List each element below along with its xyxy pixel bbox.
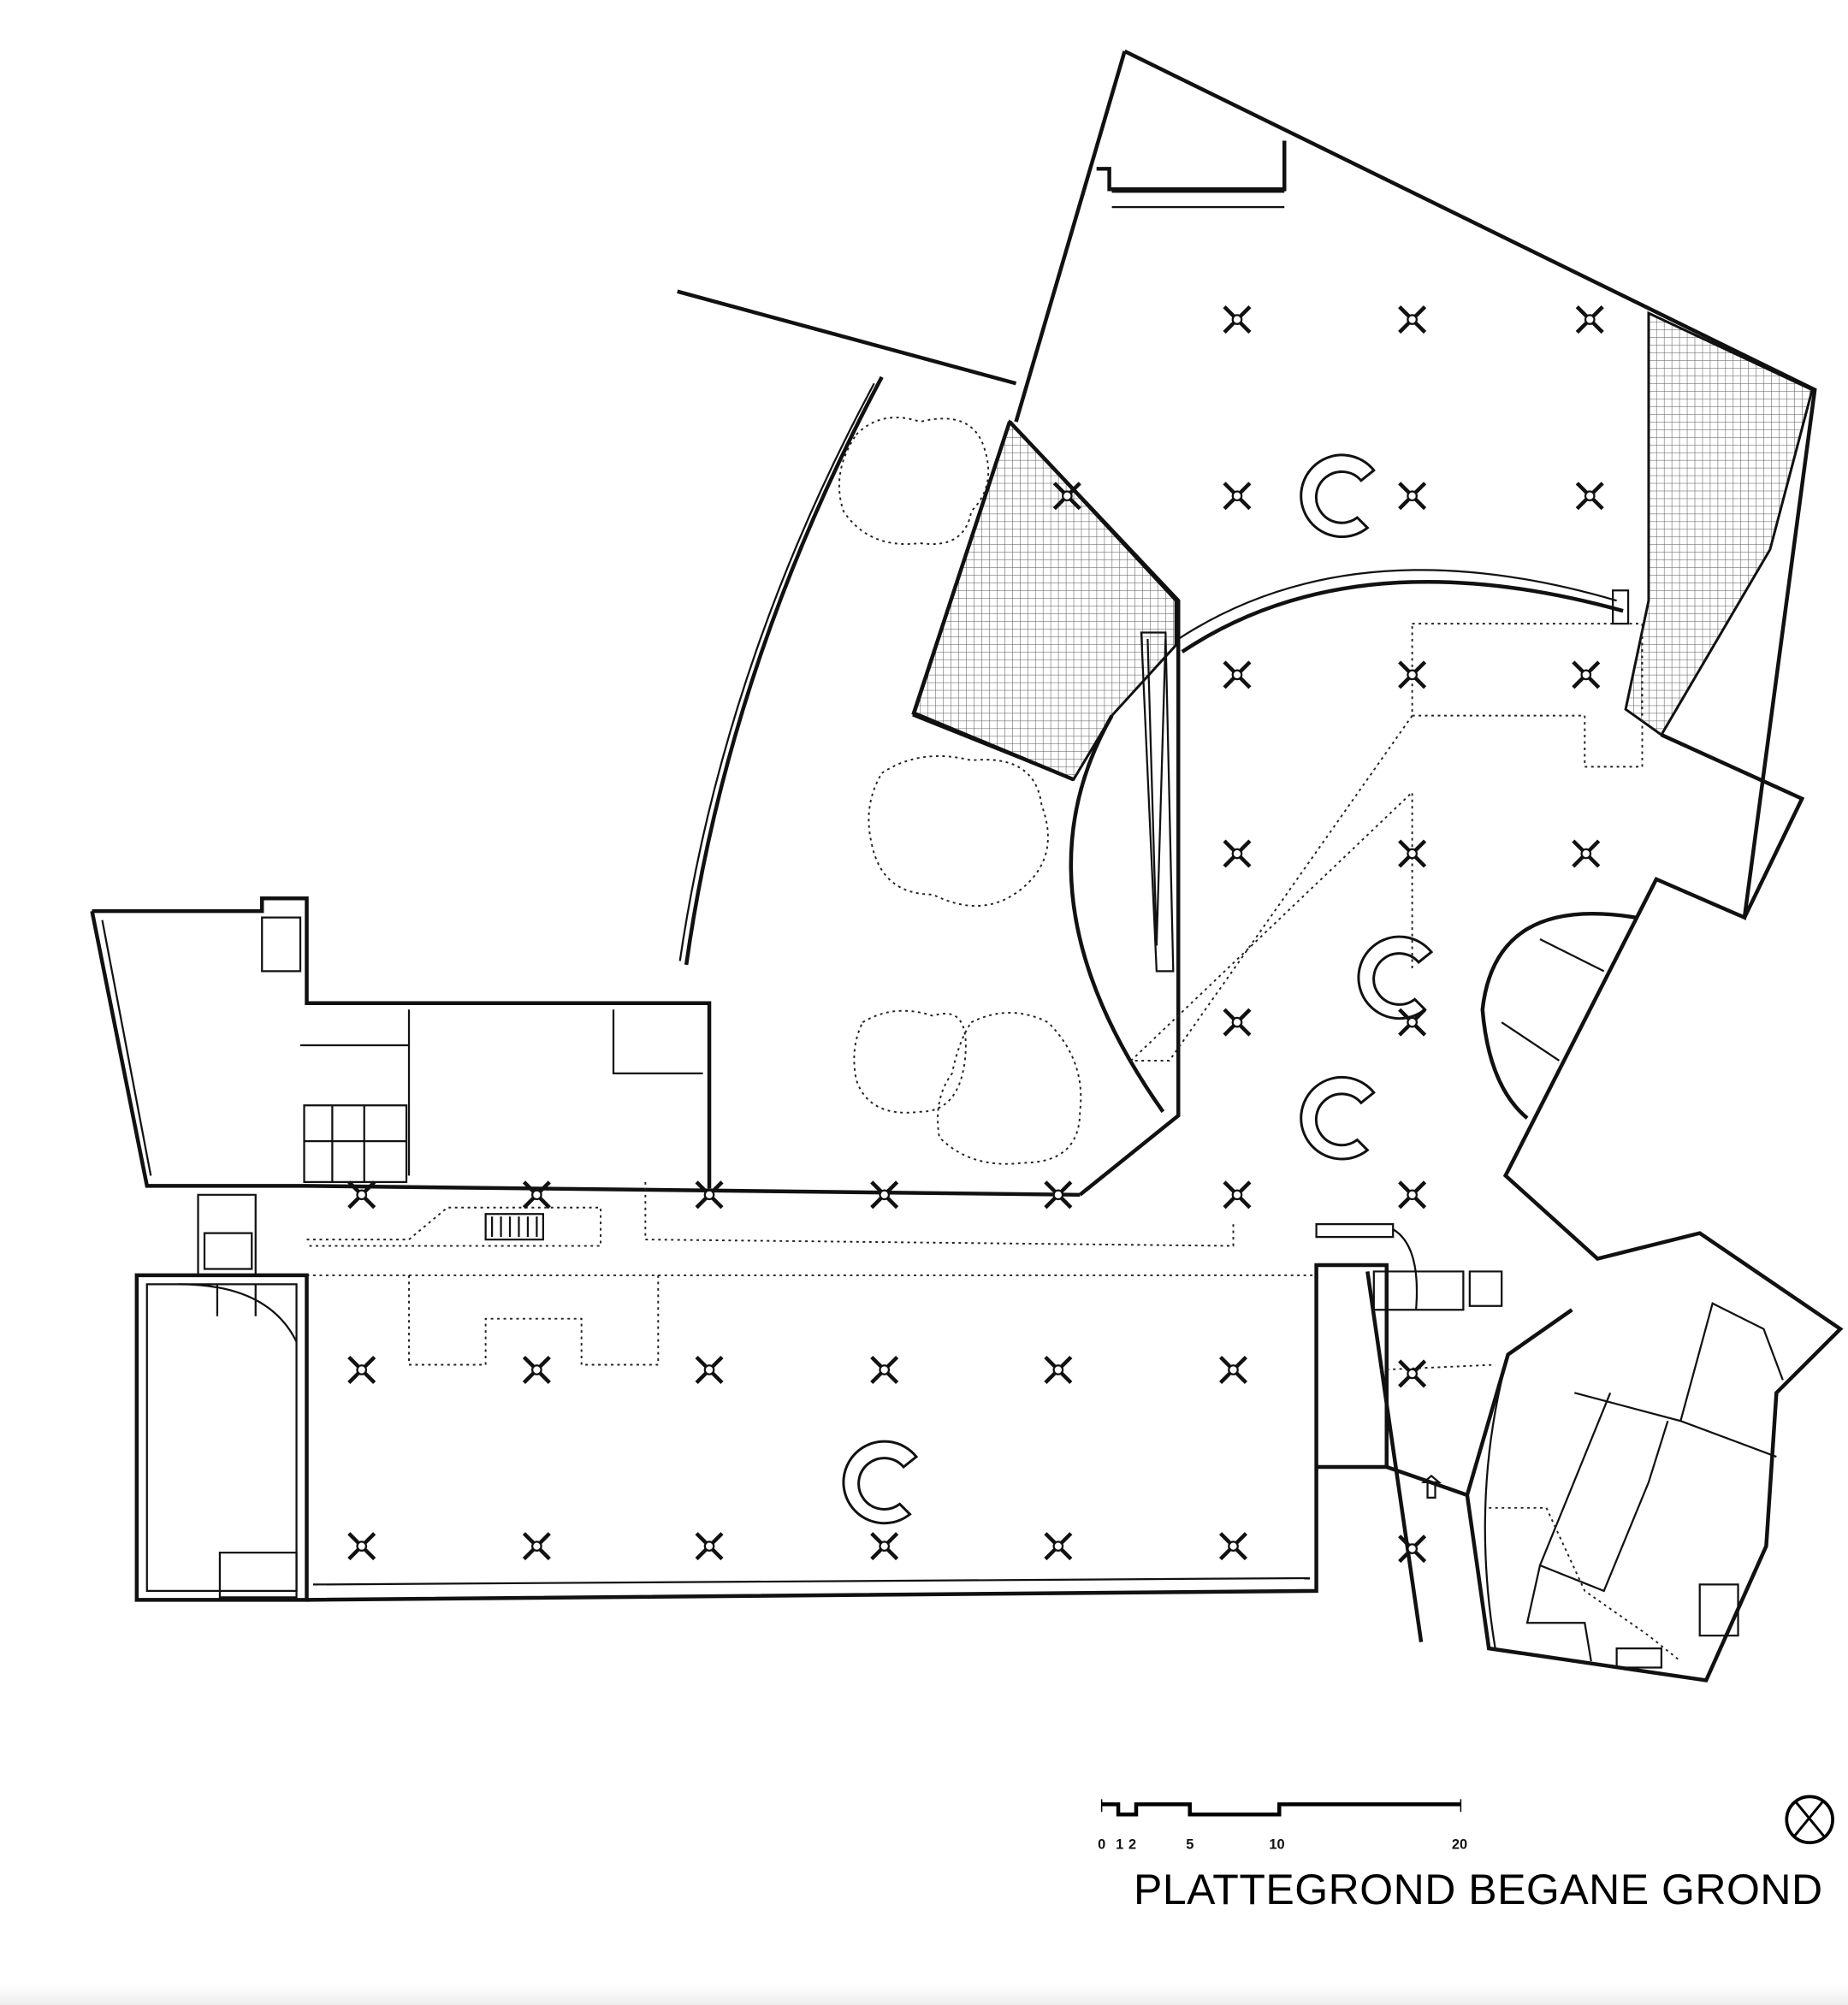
curved-bench <box>1357 935 1434 1020</box>
column-marker <box>1223 839 1252 868</box>
curved-wall <box>684 376 884 966</box>
column-marker <box>1218 1355 1248 1384</box>
column-marker <box>1398 1359 1427 1388</box>
column-marker <box>1398 1180 1427 1210</box>
column-marker <box>522 1355 551 1384</box>
column-marker <box>1218 1532 1248 1561</box>
east-round-room <box>1480 911 1637 1120</box>
curved-bench <box>1300 1075 1376 1161</box>
column-marker <box>870 1355 899 1384</box>
column-marker <box>695 1355 724 1384</box>
entrance <box>1315 1223 1503 1642</box>
columns <box>347 305 1604 1564</box>
column-marker <box>522 1180 551 1210</box>
site-wall <box>677 289 1017 386</box>
column-marker <box>1044 1180 1073 1210</box>
column-marker <box>1398 482 1427 511</box>
column-marker <box>695 1532 724 1561</box>
column-marker <box>1044 1355 1073 1384</box>
column-marker <box>1575 482 1604 511</box>
drawing-title: PLATTEGROND BEGANE GROND <box>1134 1866 1823 1913</box>
scale-label-10: 10 <box>1269 1837 1284 1853</box>
hatched-planting-east <box>1624 311 1814 737</box>
scale-bar: 0 1 2 5 10 20 <box>1098 1799 1467 1853</box>
circle-x-icon <box>1785 1795 1834 1845</box>
curved-bench <box>1300 453 1376 538</box>
column-marker <box>1044 1532 1073 1561</box>
curved-bench <box>842 1440 919 1525</box>
column-marker <box>347 1355 376 1384</box>
southeast-wing <box>1484 1302 1784 1669</box>
column-marker <box>1398 1535 1427 1564</box>
column-marker <box>1223 1008 1252 1037</box>
column-marker <box>1223 660 1252 689</box>
column-marker <box>1223 482 1252 511</box>
column-marker <box>1572 660 1601 689</box>
semicircular-court <box>1069 569 1644 1114</box>
column-marker <box>1398 839 1427 868</box>
seating-elements <box>842 453 1434 1525</box>
west-upper-block <box>90 896 1081 1277</box>
column-marker <box>1575 305 1604 334</box>
column-marker <box>695 1180 724 1210</box>
scale-label-1: 1 <box>1116 1837 1123 1853</box>
scale-label-0: 0 <box>1098 1837 1105 1853</box>
scale-label-20: 20 <box>1452 1837 1467 1853</box>
column-marker <box>1572 839 1601 868</box>
main-hall <box>134 1263 1389 1602</box>
column-marker <box>522 1532 551 1561</box>
column-marker <box>1398 660 1427 689</box>
column-marker <box>347 1532 376 1561</box>
column-marker <box>1223 305 1252 334</box>
hatched-planting-center <box>912 419 1177 782</box>
trees <box>838 417 1082 1165</box>
scale-label-5: 5 <box>1186 1837 1194 1853</box>
scale-label-2: 2 <box>1128 1837 1136 1853</box>
page-edge <box>0 1984 1848 2005</box>
column-marker <box>1052 482 1081 511</box>
northeast-wing <box>1014 49 1844 1683</box>
column-marker <box>1223 1180 1252 1210</box>
column-marker <box>347 1180 376 1210</box>
column-marker <box>1398 305 1427 334</box>
column-marker <box>870 1532 899 1561</box>
column-marker <box>870 1180 899 1210</box>
